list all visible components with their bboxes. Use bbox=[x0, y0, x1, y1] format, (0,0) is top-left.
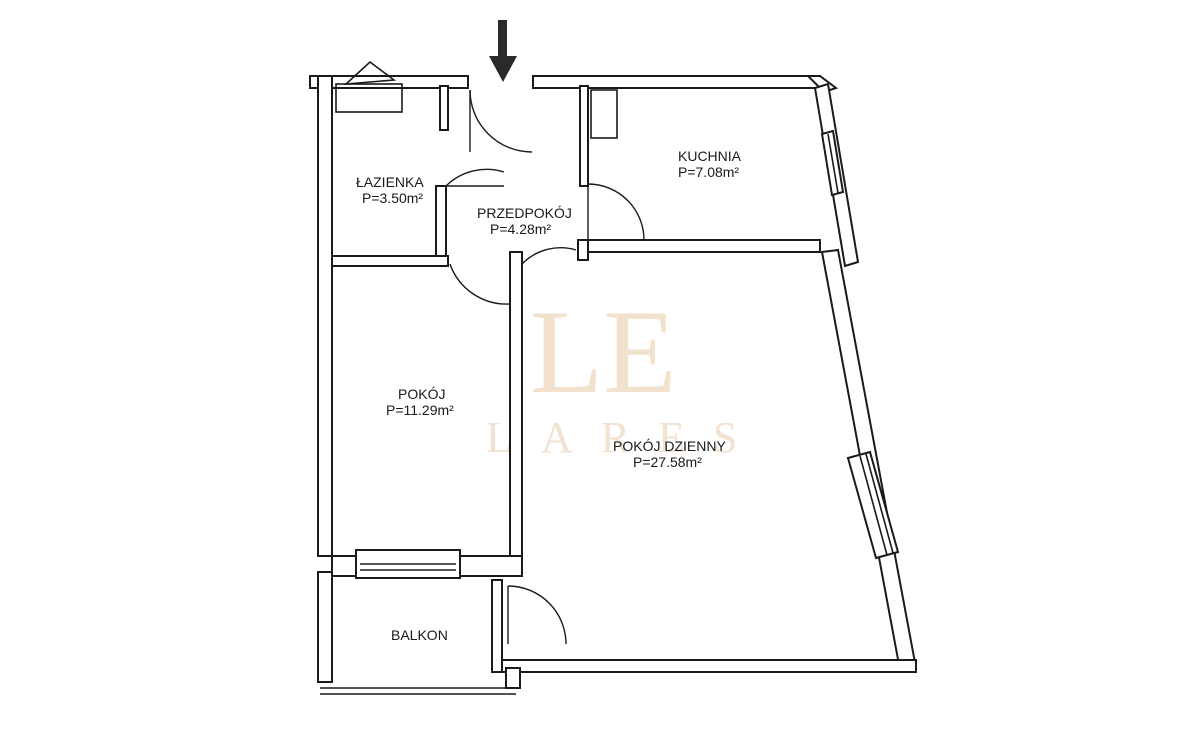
windows bbox=[355, 129, 900, 579]
room-area: P=4.28m² bbox=[490, 221, 551, 237]
room-name: KUCHNIA bbox=[678, 148, 742, 164]
room-label-lazienka: ŁAZIENKA P=3.50m² bbox=[356, 174, 424, 206]
room-name: POKÓJ bbox=[398, 386, 445, 402]
watermark-logo: LE bbox=[530, 285, 677, 418]
room-area: P=7.08m² bbox=[678, 164, 739, 180]
room-label-przedpokoj: PRZEDPOKÓJ P=4.28m² bbox=[477, 205, 572, 237]
room-name: ŁAZIENKA bbox=[356, 174, 424, 190]
room-label-kuchnia: KUCHNIA P=7.08m² bbox=[678, 148, 742, 180]
room-name: PRZEDPOKÓJ bbox=[477, 205, 572, 221]
room-area: P=11.29m² bbox=[386, 402, 454, 418]
room-label-balkon: BALKON bbox=[391, 627, 448, 643]
room-area: P=3.50m² bbox=[362, 190, 423, 206]
watermark-text: LARES bbox=[486, 413, 765, 462]
door-swings bbox=[445, 89, 645, 645]
room-name: BALKON bbox=[391, 627, 448, 643]
room-label-pokoj: POKÓJ P=11.29m² bbox=[386, 386, 454, 418]
entrance-arrow-icon bbox=[489, 20, 517, 82]
room-label-pokoj-dzienny: POKÓJ DZIENNY P=27.58m² bbox=[613, 438, 726, 470]
room-name: POKÓJ DZIENNY bbox=[613, 438, 726, 454]
room-area: P=27.58m² bbox=[633, 454, 702, 470]
watermark: LE LARES bbox=[486, 285, 765, 462]
